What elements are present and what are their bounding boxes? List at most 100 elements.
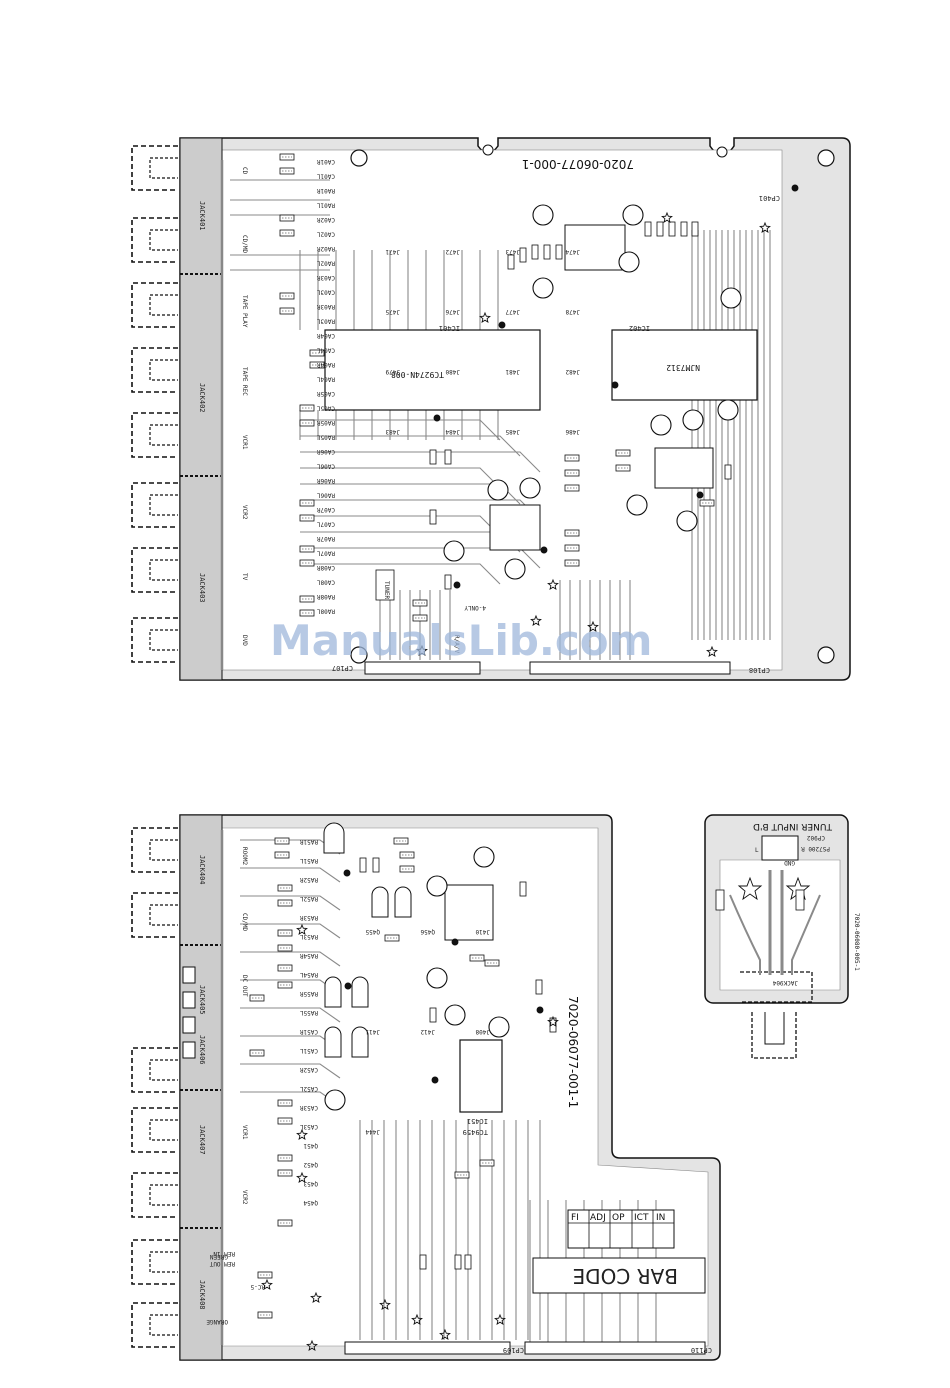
component-ref: RA51L — [300, 857, 318, 864]
component-body — [543, 244, 551, 260]
qc-col-fi: FI — [571, 1213, 579, 1223]
board-3-l: L — [755, 847, 759, 854]
component-body — [277, 944, 293, 952]
cp109-label: CP109 — [503, 1346, 524, 1354]
component-ref: J411 — [365, 1028, 380, 1035]
component-ref: J412 — [420, 1028, 435, 1035]
component-ref: J472 — [445, 248, 460, 255]
component-ref: J478 — [565, 308, 580, 315]
via — [433, 414, 441, 422]
qc-col-adj: ADJ — [590, 1213, 606, 1223]
component-ref: RA08R — [317, 593, 335, 600]
component-ref: RA04L — [317, 376, 335, 383]
jack-group-label: CD/MD — [241, 235, 248, 253]
component-ref: RA04R — [317, 361, 335, 368]
only-note: 4-ONLY — [464, 604, 486, 611]
component-body — [309, 361, 325, 369]
trace — [240, 1007, 341, 1023]
component-body — [299, 545, 315, 553]
test-point-star — [530, 614, 542, 626]
component-ref: RA05R — [317, 419, 335, 426]
barcode-box — [532, 1257, 706, 1294]
jack904-label: JACK904 — [772, 979, 798, 986]
component-ref: J482 — [565, 368, 580, 375]
rca-jack-inner — [149, 229, 178, 251]
jack-group-label: VCR1 — [241, 1125, 248, 1140]
component-body — [454, 1254, 462, 1270]
component-body — [277, 981, 293, 989]
test-point-star — [296, 1128, 308, 1140]
component-body — [680, 221, 688, 237]
test-point-star — [661, 211, 673, 223]
component-ref: CA05L — [317, 405, 335, 412]
rca-jack-inner — [149, 1119, 178, 1141]
component-ref: CA03R — [317, 274, 335, 281]
component-ref: CA01L — [317, 173, 335, 180]
component-body — [279, 229, 295, 237]
qc-table: IN ICT OP ADJ FI — [567, 1209, 675, 1249]
mount-hole — [350, 149, 368, 167]
trace — [240, 1063, 341, 1079]
component-body — [274, 837, 290, 845]
jack404-label: JACK404 — [198, 855, 206, 885]
component-body — [531, 244, 539, 260]
cp107-label: CP107 — [332, 664, 353, 672]
jack-group-label: TAPE PLAY — [241, 295, 248, 328]
jack405-label: JACK405 — [198, 985, 206, 1015]
test-point-star — [547, 1015, 559, 1027]
via — [453, 581, 461, 589]
component-ref: CA53R — [300, 1104, 318, 1111]
remote-label: GREEN — [210, 1253, 228, 1260]
ic402-ref: IC402 — [629, 324, 650, 332]
rca-jack-outline — [131, 347, 178, 393]
rca-jack-inner — [149, 1184, 178, 1206]
board-3-part-number: 7020-06080-005-1 — [853, 913, 860, 971]
board-2-jack-strip — [179, 814, 223, 1361]
dc-jack — [182, 1041, 196, 1059]
component-body — [615, 464, 631, 472]
rca-jack-inner — [149, 1059, 178, 1081]
component-ref: CA03L — [317, 289, 335, 296]
board-1-part-number: 7020-06077-000-1 — [522, 157, 634, 171]
component-ref: CA51R — [300, 1028, 318, 1035]
component-body — [656, 221, 664, 237]
component-body — [564, 484, 580, 492]
component-ref: J444 — [365, 1128, 380, 1135]
component-ref: J486 — [565, 428, 580, 435]
component-body — [279, 167, 295, 175]
rca-jack-outline — [131, 1107, 178, 1153]
component-ref: RA54R — [300, 952, 318, 959]
rca-jack-outline — [131, 1302, 178, 1348]
cp108-label: CP108 — [749, 666, 770, 674]
board-3-title: TUNER INPUT B'D — [753, 821, 833, 831]
remote-label: REM OUT — [209, 1260, 235, 1267]
component-body — [444, 574, 452, 590]
rca-jack-outline — [131, 217, 178, 263]
rca-jack-outline — [131, 1172, 178, 1218]
test-point-star — [306, 1339, 318, 1351]
rca-jacks-board-2 — [131, 827, 196, 1348]
component-body — [299, 609, 315, 617]
jack402-label: JACK402 — [198, 383, 206, 413]
board-1-resistors — [279, 153, 732, 622]
ic-tc9274n — [324, 329, 541, 411]
component-ref: CA01R — [317, 158, 335, 165]
ic401-ref: IC401 — [439, 324, 460, 332]
test-point-star — [411, 1313, 423, 1325]
component-body — [393, 837, 409, 845]
connector-cp110 — [524, 1341, 706, 1355]
board-1-jack-strip — [179, 137, 223, 681]
component-body — [277, 884, 293, 892]
rca-jack-outline — [131, 827, 178, 873]
component-ref: Q451 — [303, 1142, 318, 1149]
via — [611, 381, 619, 389]
component-body — [274, 851, 290, 859]
rca-jack-inner — [149, 904, 178, 926]
component-ref: Q455 — [365, 928, 380, 935]
component-body — [444, 449, 452, 465]
component-ref: J483 — [385, 428, 400, 435]
ic-njm7312-label: NJM7312 — [666, 363, 700, 372]
component-body — [454, 1171, 470, 1179]
jack-group-label: DVD — [241, 635, 248, 646]
